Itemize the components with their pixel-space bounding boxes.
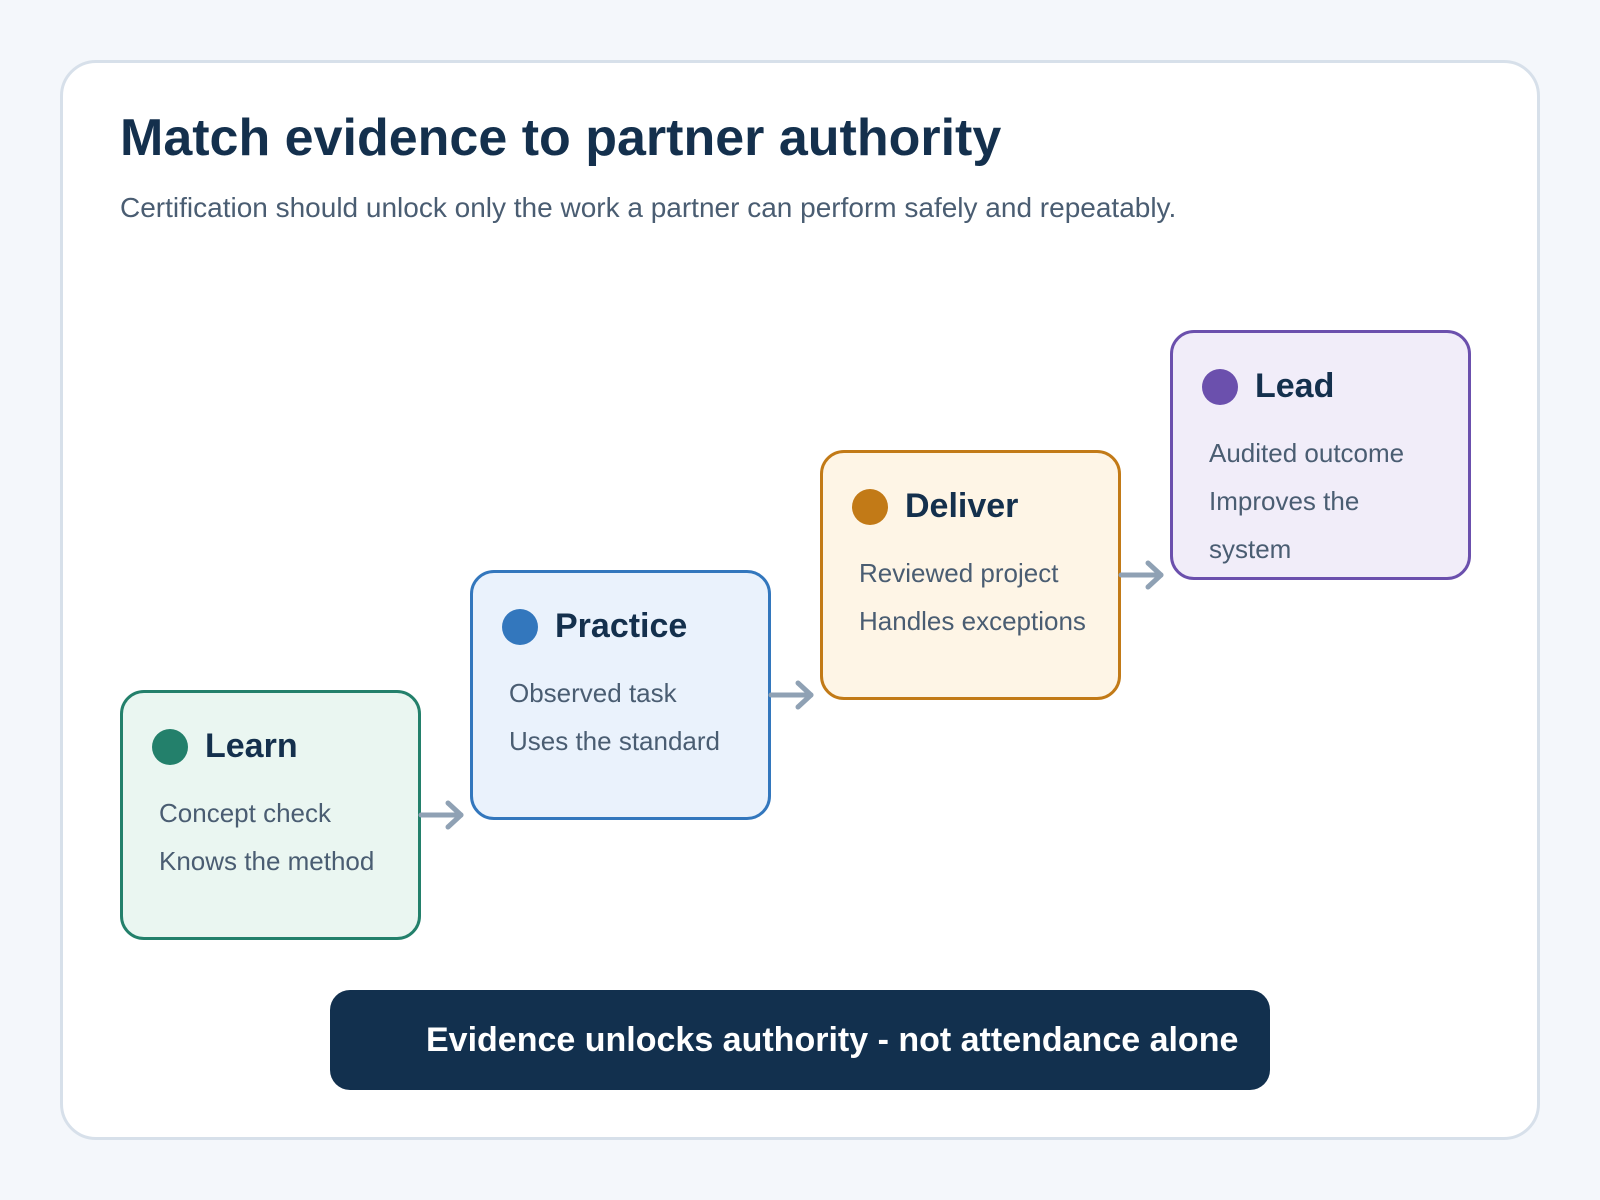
step-evidence-line: Observed task (509, 678, 677, 708)
step-card-learn: Learn Concept check Knows the method (120, 690, 421, 940)
step-evidence-line: Handles exceptions (859, 606, 1086, 636)
step-label: Lead (1255, 367, 1335, 405)
step-label: Learn (205, 727, 298, 765)
step-card-deliver: Deliver Reviewed project Handles excepti… (820, 450, 1121, 700)
step-label: Practice (555, 607, 688, 645)
page-subtitle: Certification should unlock only the wor… (120, 192, 1177, 223)
status-dot-icon (852, 489, 888, 525)
step-evidence-list: Concept check Knows the method (159, 789, 409, 885)
footer-banner: Evidence unlocks authority - not attenda… (330, 990, 1270, 1090)
diagram-card (60, 60, 1540, 1140)
step-evidence-list: Reviewed project Handles exceptions (859, 549, 1109, 645)
step-evidence-line: Knows the method (159, 846, 375, 876)
step-card-practice: Practice Observed task Uses the standard (470, 570, 771, 820)
step-evidence-list: Audited outcome Improves the system (1209, 429, 1459, 573)
step-evidence-list: Observed task Uses the standard (509, 669, 759, 765)
step-label: Deliver (905, 487, 1019, 525)
status-dot-icon (502, 609, 538, 645)
step-evidence-line: Audited outcome (1209, 438, 1405, 468)
step-evidence-line: Uses the standard (509, 726, 721, 756)
step-evidence-line: Concept check (159, 798, 331, 828)
step-evidence-line: Reviewed project (859, 558, 1059, 588)
page-title: Match evidence to partner authority (120, 109, 1002, 167)
status-dot-icon (1202, 369, 1238, 405)
footer-message: Evidence unlocks authority - not attenda… (426, 1021, 1239, 1059)
step-evidence-line: Improves the (1209, 486, 1360, 516)
status-dot-icon (152, 729, 188, 765)
step-card-lead: Lead Audited outcome Improves the system (1170, 330, 1471, 580)
step-evidence-line: system (1209, 534, 1292, 564)
